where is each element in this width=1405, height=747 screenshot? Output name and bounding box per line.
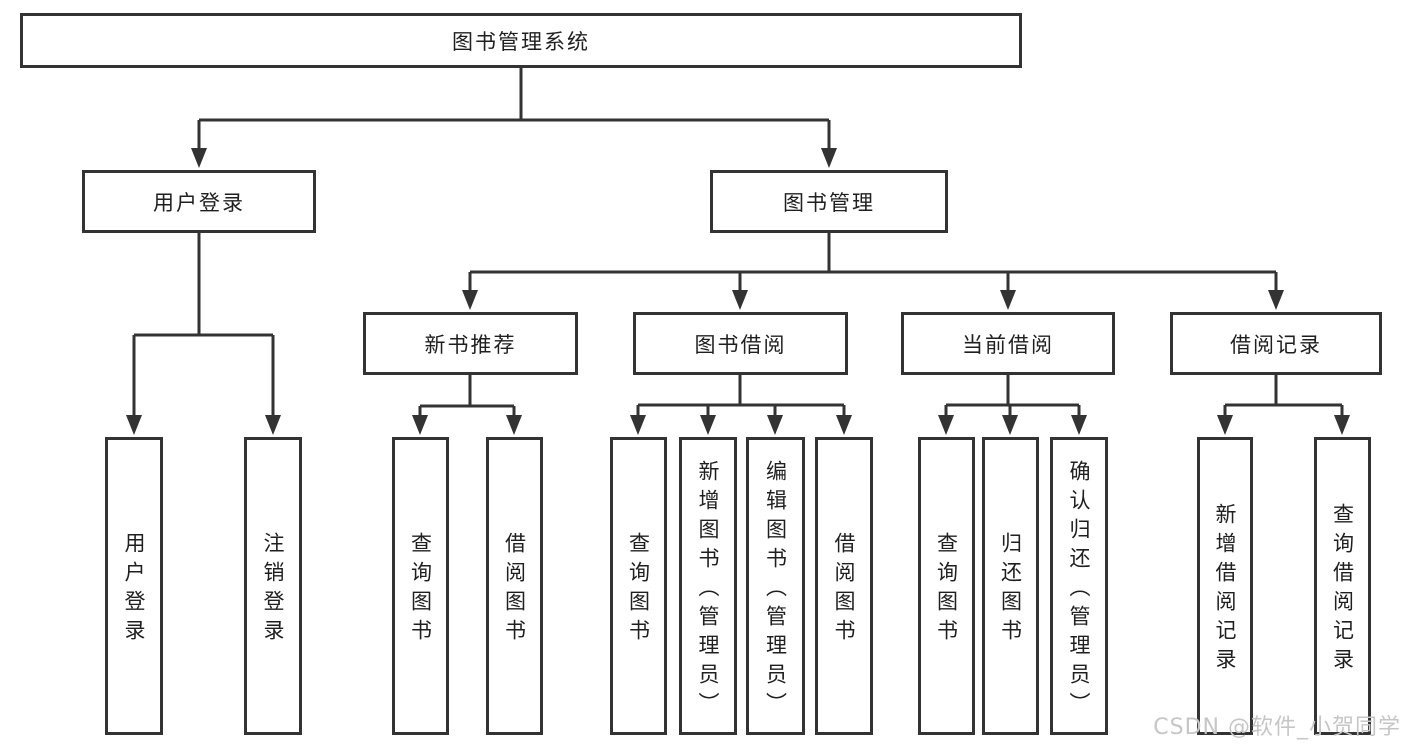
node-leaf-borrow-book-2: 借阅图书	[815, 437, 873, 735]
leaf-label: 新增图书（管理员）	[696, 459, 720, 721]
node-leaf-borrow-book-1: 借阅图书	[486, 437, 543, 735]
node-leaf-logout: 注销登录	[244, 437, 302, 735]
leaf-label: 查询图书	[626, 532, 651, 648]
node-leaf-add-book-admin: 新增图书（管理员）	[679, 437, 737, 735]
node-book-borrow: 图书借阅	[633, 312, 848, 375]
leaf-label: 查询借阅记录	[1330, 503, 1355, 677]
node-leaf-query-book-2: 查询图书	[610, 437, 667, 735]
leaf-label: 确认归还（管理员）	[1067, 459, 1091, 721]
node-current-borrow: 当前借阅	[901, 312, 1115, 375]
node-leaf-query-book-3: 查询图书	[918, 437, 975, 735]
edge-records-to-children	[1223, 375, 1344, 419]
leaf-label: 借阅图书	[502, 532, 527, 648]
leaf-label: 归还图书	[998, 532, 1023, 648]
leaf-label: 借阅图书	[832, 532, 856, 648]
edge-root-to-level2	[197, 68, 831, 152]
leaf-label: 用户登录	[122, 532, 146, 648]
edge-bookmgmt-to-groups	[468, 233, 1278, 294]
node-book-mgmt: 图书管理	[710, 170, 948, 233]
node-root: 图书管理系统	[20, 13, 1022, 68]
node-new-book-recommend: 新书推荐	[363, 312, 578, 375]
leaf-label: 查询图书	[934, 532, 959, 648]
node-leaf-confirm-return-admin: 确认归还（管理员）	[1050, 437, 1108, 735]
leaf-label: 查询图书	[408, 532, 433, 648]
edges	[132, 68, 1344, 419]
node-leaf-query-book-1: 查询图书	[392, 437, 449, 735]
node-leaf-user-login: 用户登录	[105, 437, 163, 735]
node-leaf-return-book: 归还图书	[982, 437, 1039, 735]
node-user-login: 用户登录	[82, 170, 316, 233]
node-leaf-edit-book-admin: 编辑图书（管理员）	[746, 437, 805, 735]
leaf-label: 注销登录	[261, 532, 285, 648]
csdn-watermark: CSDN @软件_小贺同学	[1153, 715, 1401, 740]
node-borrow-records: 借阅记录	[1170, 312, 1382, 375]
leaf-label: 编辑图书（管理员）	[763, 459, 788, 721]
node-leaf-query-borrow-record: 查询借阅记录	[1314, 437, 1371, 735]
edge-userlogin-to-children	[132, 233, 275, 419]
edge-current-to-children	[944, 375, 1081, 419]
arrowheads	[126, 148, 1350, 435]
edge-borrow-to-children	[636, 375, 846, 419]
leaf-label: 新增借阅记录	[1213, 503, 1237, 677]
edge-newbook-to-children	[418, 375, 516, 419]
node-leaf-add-borrow-record: 新增借阅记录	[1197, 437, 1253, 735]
